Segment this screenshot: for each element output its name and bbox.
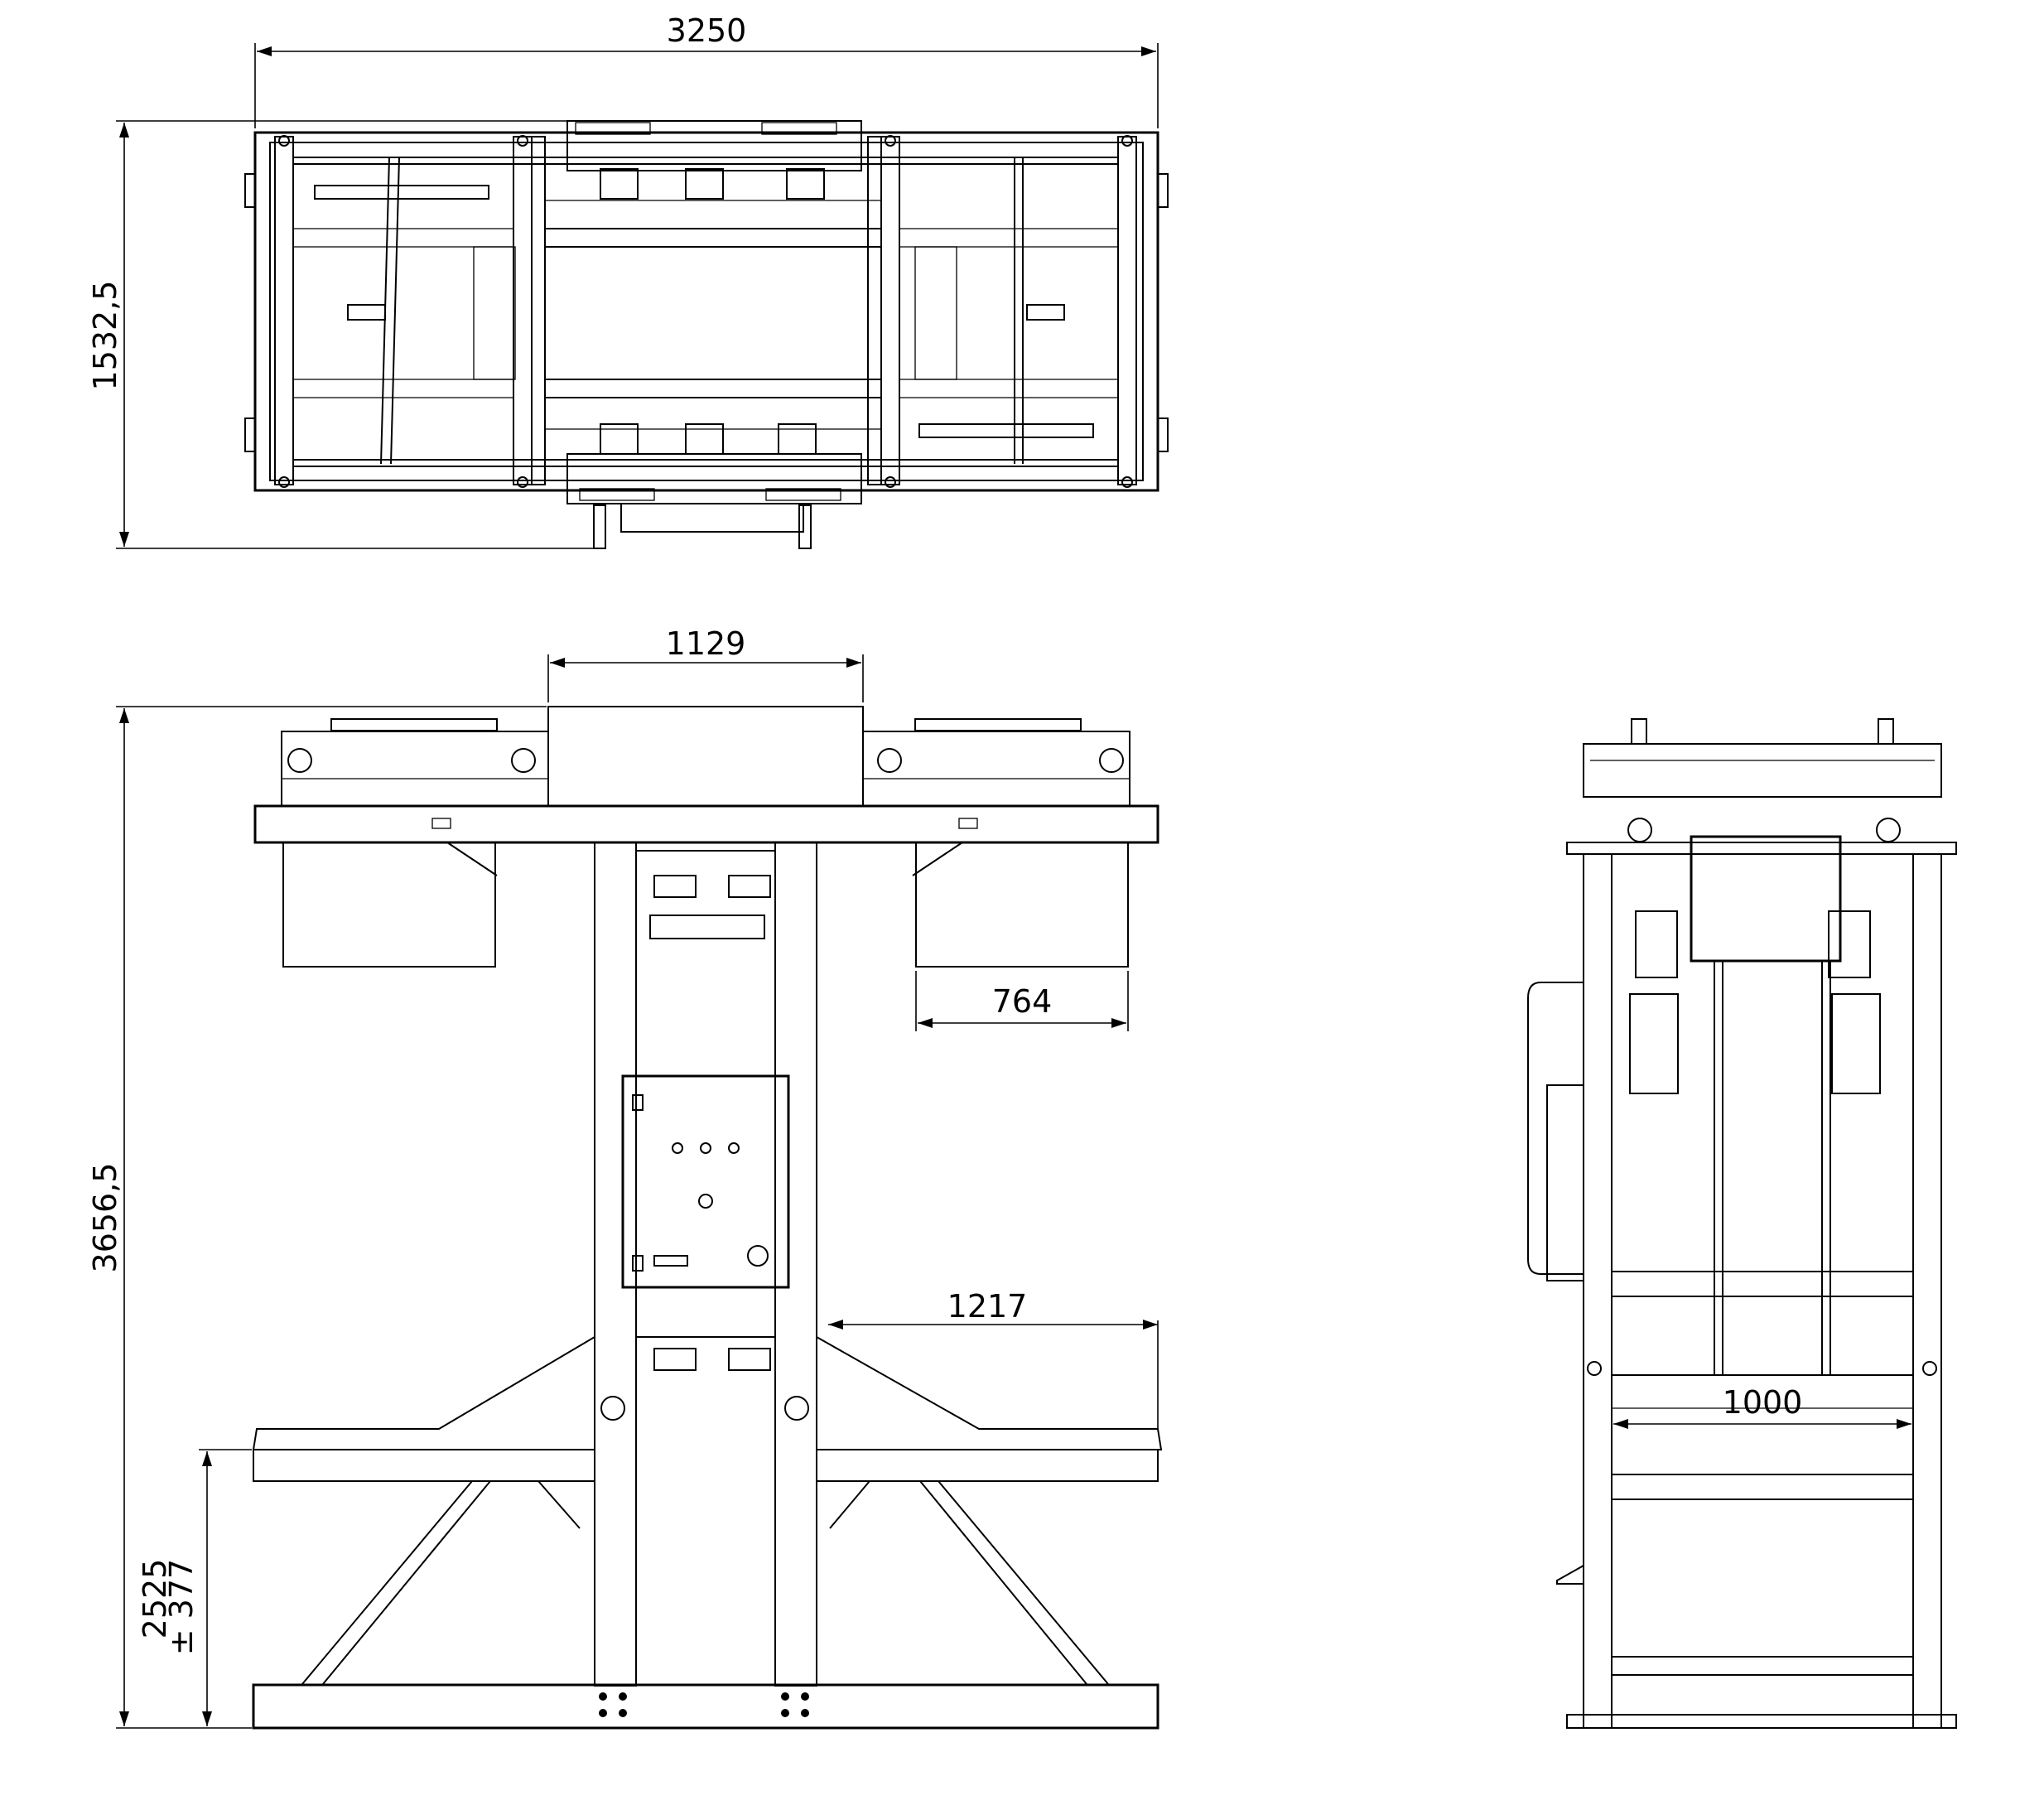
dim-center-width: 1129 xyxy=(666,625,746,662)
top-view xyxy=(244,120,1169,549)
side-view-dimensions: 1000 xyxy=(1613,1384,1911,1429)
dim-total-height: 3656,5 xyxy=(87,1163,123,1273)
side-view xyxy=(1527,718,1957,1729)
dim-top-depth: 1532,5 xyxy=(87,281,123,391)
front-view-dimensions: 1129 764 3656,5 1217 2525 ± 377 xyxy=(87,625,1159,1729)
dim-top-width: 3250 xyxy=(667,12,747,49)
dim-side-width: 1000 xyxy=(1723,1384,1803,1421)
dim-arm-reach: 1217 xyxy=(947,1288,1028,1325)
dim-side-box-width: 764 xyxy=(992,983,1053,1020)
dim-work-height-tolerance: ± 377 xyxy=(163,1559,200,1655)
front-view xyxy=(252,706,1163,1730)
dim-work-height: 2525 xyxy=(137,1559,173,1639)
top-view-dimensions: 3250 1532,5 xyxy=(87,12,1159,549)
